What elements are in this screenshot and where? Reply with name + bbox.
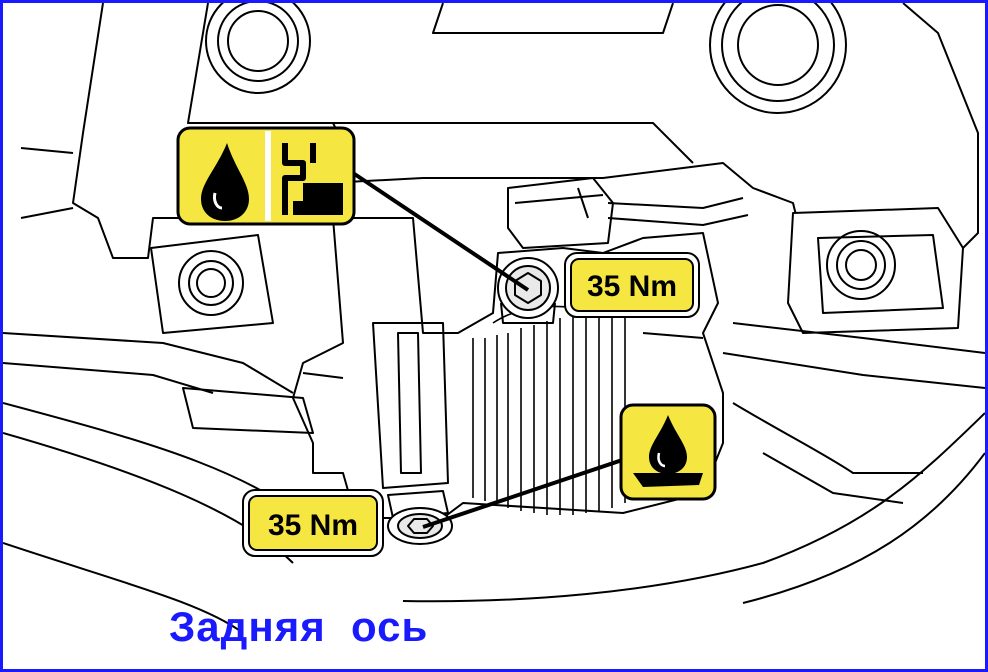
- torque-badge-drain: 35 Nm: [242, 489, 384, 557]
- sensor-connector: [507, 177, 749, 249]
- diagram-caption: Задняя ось: [169, 603, 429, 650]
- oil-drop-icon: [201, 143, 249, 221]
- drain-leader-line: [422, 446, 659, 529]
- drain-plug: [387, 490, 453, 545]
- fill-level-icon: [282, 143, 343, 215]
- rear-axle-drawing: 35 Nm 35 Nm: [3, 3, 985, 634]
- oil-drain-icon: [633, 415, 703, 487]
- upper-bushing-left: [205, 3, 311, 94]
- torque-drain-label: 35 Nm: [268, 509, 358, 542]
- left-mount-bracket: [150, 234, 274, 334]
- drain-badge: [619, 403, 717, 501]
- fill-leader-line: [351, 171, 530, 292]
- torque-badge-fill: 35 Nm: [564, 252, 700, 318]
- right-mount-bracket: [787, 207, 964, 334]
- fill-badge: [176, 126, 356, 226]
- upper-bushing-right: [709, 3, 847, 114]
- torque-fill-label: 35 Nm: [587, 270, 677, 303]
